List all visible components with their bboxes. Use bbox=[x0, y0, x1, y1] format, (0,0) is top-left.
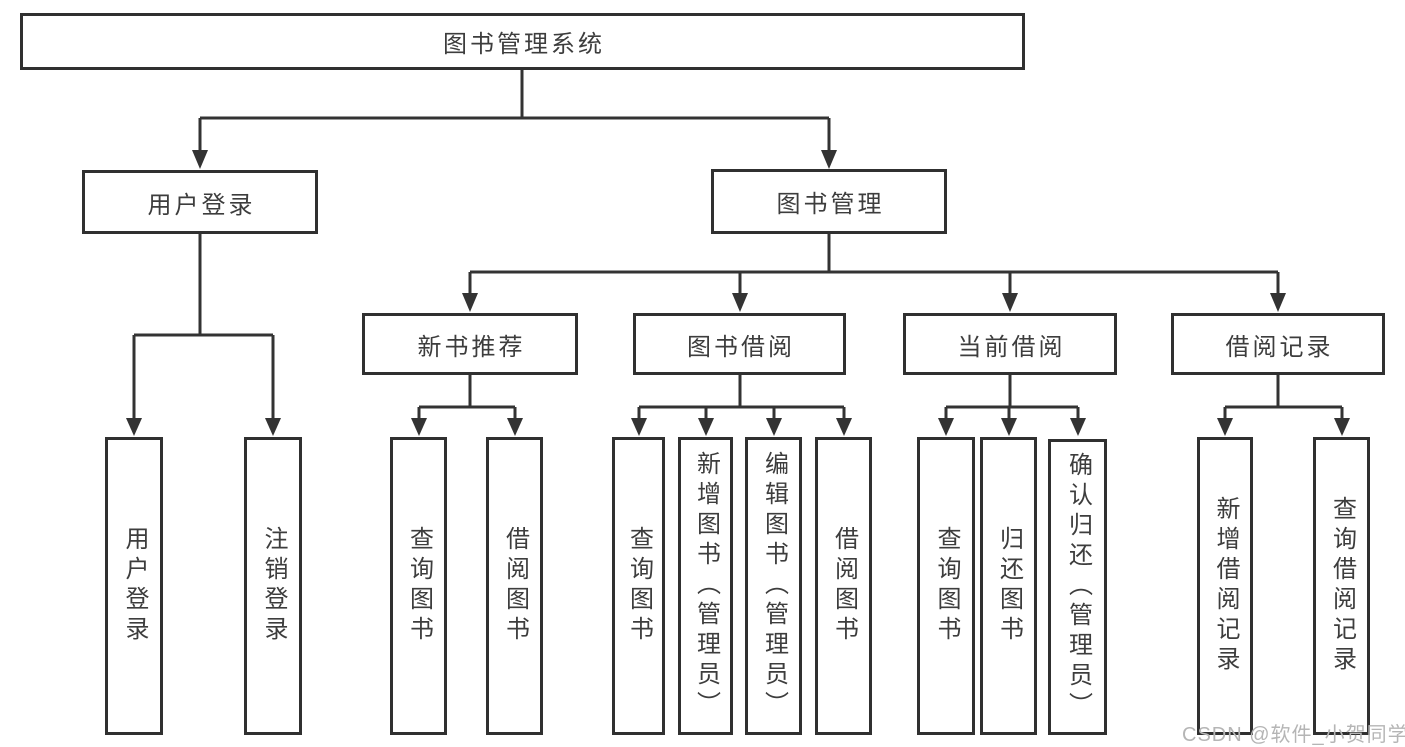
leaf-return-books-label: 归还图书 bbox=[995, 526, 1023, 646]
arrow-down-icon bbox=[1070, 418, 1086, 436]
connector-book-borrowing-children bbox=[637, 375, 846, 419]
arrow-down-icon bbox=[192, 150, 208, 169]
connector-root-to-level2 bbox=[198, 70, 831, 151]
leaf-return-books: 归还图书 bbox=[980, 437, 1037, 735]
arrow-down-icon bbox=[821, 150, 837, 169]
leaf-add-borrow-record: 新增借阅记录 bbox=[1197, 437, 1253, 735]
arrow-down-icon bbox=[1002, 293, 1018, 312]
arrow-down-icon bbox=[938, 418, 954, 436]
leaf-edit-book-admin-label: 编辑图书（管理员） bbox=[760, 451, 788, 721]
arrow-down-icon bbox=[631, 418, 647, 436]
leaf-add-borrow-record-label: 新增借阅记录 bbox=[1212, 496, 1239, 676]
leaf-borrow-books-recommend: 借阅图书 bbox=[486, 437, 543, 735]
connector-new-book-recommend-children bbox=[417, 375, 517, 419]
node-book-borrowing-label: 图书借阅 bbox=[687, 333, 795, 361]
node-new-book-recommend-label: 新书推荐 bbox=[417, 333, 526, 361]
leaf-borrow-books: 借阅图书 bbox=[815, 437, 872, 735]
node-root-label: 图书管理系统 bbox=[443, 31, 605, 58]
arrow-down-icon bbox=[766, 418, 782, 436]
leaf-query-borrow-record: 查询借阅记录 bbox=[1313, 437, 1370, 735]
node-current-borrowing: 当前借阅 bbox=[903, 313, 1117, 375]
node-book-borrowing: 图书借阅 bbox=[633, 313, 846, 375]
leaf-query-books-borrowing-label: 查询图书 bbox=[625, 526, 653, 646]
arrow-down-icon bbox=[698, 418, 714, 436]
leaf-query-books-current-label: 查询图书 bbox=[933, 526, 960, 646]
leaf-query-books-recommend-label: 查询图书 bbox=[405, 526, 433, 646]
connector-borrowing-records-children bbox=[1223, 375, 1344, 419]
leaf-query-books-current: 查询图书 bbox=[917, 437, 975, 735]
leaf-user-login: 用户登录 bbox=[105, 437, 163, 735]
leaf-logout-label: 注销登录 bbox=[260, 526, 287, 646]
node-user-login: 用户登录 bbox=[82, 170, 318, 234]
connector-current-borrowing-children bbox=[944, 375, 1080, 419]
node-borrowing-records: 借阅记录 bbox=[1171, 313, 1385, 375]
leaf-add-book-admin: 新增图书（管理员） bbox=[678, 437, 733, 735]
arrow-down-icon bbox=[1217, 418, 1233, 436]
leaf-query-borrow-record-label: 查询借阅记录 bbox=[1328, 496, 1356, 676]
leaf-borrow-books-label: 借阅图书 bbox=[830, 526, 858, 646]
arrow-down-icon bbox=[836, 418, 852, 436]
arrow-down-icon bbox=[507, 418, 523, 436]
node-root: 图书管理系统 bbox=[20, 13, 1025, 70]
arrow-down-icon bbox=[1334, 418, 1350, 436]
arrow-down-icon bbox=[411, 418, 427, 436]
arrow-down-icon bbox=[462, 293, 478, 312]
node-current-borrowing-label: 当前借阅 bbox=[957, 333, 1066, 361]
arrow-down-icon bbox=[265, 418, 281, 436]
arrow-down-icon bbox=[732, 293, 748, 312]
leaf-confirm-return-admin-label: 确认归还（管理员） bbox=[1064, 452, 1092, 722]
leaf-query-books-borrowing: 查询图书 bbox=[612, 437, 665, 735]
connector-book-management-children bbox=[468, 234, 1280, 294]
node-book-management-label: 图书管理 bbox=[776, 191, 885, 218]
leaf-edit-book-admin: 编辑图书（管理员） bbox=[745, 437, 802, 735]
arrow-down-icon bbox=[1001, 418, 1017, 436]
node-borrowing-records-label: 借阅记录 bbox=[1225, 333, 1334, 361]
leaf-query-books-recommend: 查询图书 bbox=[390, 437, 447, 735]
arrow-down-icon bbox=[1270, 293, 1286, 312]
leaf-user-login-label: 用户登录 bbox=[121, 526, 148, 646]
node-book-management: 图书管理 bbox=[711, 169, 947, 234]
leaf-logout: 注销登录 bbox=[244, 437, 302, 735]
node-user-login-label: 用户登录 bbox=[147, 191, 256, 219]
watermark: CSDN @软件_小贺同学 bbox=[1182, 724, 1405, 746]
connector-user-login-children bbox=[132, 234, 275, 419]
node-new-book-recommend: 新书推荐 bbox=[362, 313, 578, 375]
arrow-down-icon bbox=[126, 418, 142, 436]
leaf-add-book-admin-label: 新增图书（管理员） bbox=[692, 451, 720, 721]
leaf-confirm-return-admin: 确认归还（管理员） bbox=[1048, 439, 1107, 735]
leaf-borrow-books-recommend-label: 借阅图书 bbox=[501, 526, 529, 646]
